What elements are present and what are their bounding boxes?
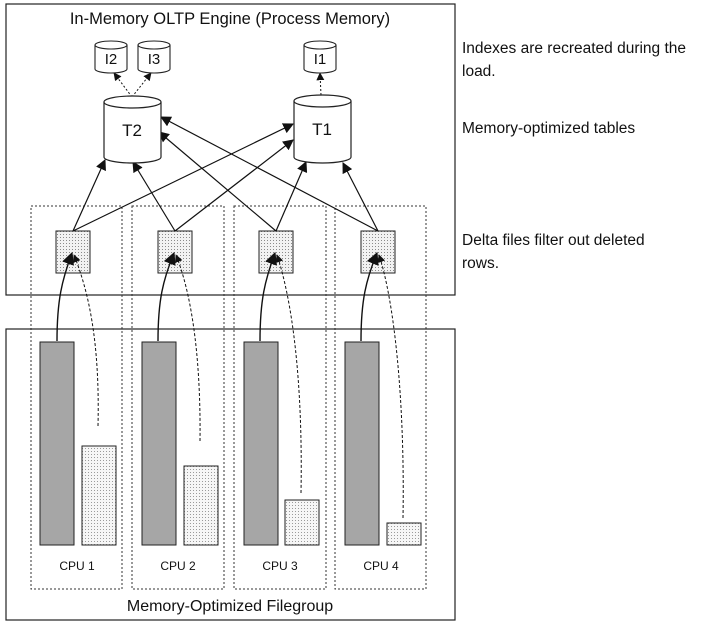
delta-square-3 — [258, 230, 294, 274]
arrow-sq2-t2 — [132, 161, 176, 232]
index-arrows — [113, 72, 325, 98]
arrow-t1-i1 — [316, 72, 325, 96]
load-arrow-4 — [360, 251, 379, 342]
load-arrows — [56, 251, 379, 342]
cpu-label-3: CPU 3 — [262, 559, 298, 573]
delta-square-2 — [157, 230, 193, 274]
delta-file-bar-1 — [81, 445, 117, 546]
cpu-column-4 — [334, 205, 427, 590]
index-label-i2: I2 — [105, 51, 118, 68]
annotation-indexes-line2: load. — [462, 63, 496, 80]
arrow-sq1-t2 — [72, 159, 106, 232]
annotation-delta-line1: Delta files filter out deleted — [462, 232, 645, 249]
annotation-indexes-line1: Indexes are recreated during the — [462, 40, 687, 57]
data-file-bar-4 — [344, 341, 380, 546]
filter-arrow-3 — [275, 254, 302, 494]
table-label-t1: T1 — [312, 120, 332, 139]
filegroup-title: Memory-Optimized Filegroup — [127, 598, 333, 615]
delta-file-bar-4 — [386, 522, 422, 546]
annotation-tables: Memory-optimized tables — [462, 117, 712, 140]
load-arrow-1 — [56, 251, 74, 342]
cpu-label-1: CPU 1 — [59, 559, 95, 573]
arrow-sq3-t1 — [275, 161, 308, 232]
arrow-sq4-t1 — [342, 162, 379, 232]
cpu-column-1 — [30, 205, 123, 590]
cpu-column-3 — [233, 205, 327, 590]
annotation-tables-line1: Memory-optimized tables — [462, 120, 636, 137]
load-arrow-3 — [259, 251, 277, 342]
arrow-sq3-t2 — [158, 131, 277, 232]
index-label-i1: I1 — [314, 51, 327, 68]
cpu-columns — [30, 205, 427, 590]
annotation-indexes: Indexes are recreated during the load. — [462, 37, 712, 83]
annotation-delta-line2: rows. — [462, 255, 500, 272]
annotation-delta: Delta files filter out deleted rows. — [462, 229, 712, 275]
filegroup-box — [5, 328, 456, 621]
arrow-t2-i2 — [113, 72, 133, 98]
data-file-bar-3 — [243, 341, 279, 546]
file-bars — [39, 341, 422, 546]
arrow-t2-i3 — [131, 72, 152, 98]
index-i3 — [137, 40, 171, 74]
index-i1 — [303, 40, 337, 74]
data-file-bar-1 — [39, 341, 75, 546]
cpu-column-2 — [131, 205, 225, 590]
load-arrow-2 — [157, 251, 176, 342]
filter-arrows — [72, 254, 404, 519]
arrow-sq1-t1 — [72, 123, 294, 232]
table-label-t2: T2 — [122, 121, 142, 140]
index-label-i3: I3 — [148, 51, 161, 68]
arrow-sq4-t2 — [160, 116, 379, 232]
engine-box — [5, 3, 456, 296]
filter-arrow-1 — [72, 254, 99, 427]
index-i2 — [94, 40, 128, 74]
table-t2 — [103, 95, 162, 164]
delta-square-4 — [360, 230, 396, 274]
arrow-sq2-t1 — [174, 139, 294, 232]
table-arrows — [72, 116, 379, 232]
delta-square-1 — [55, 230, 91, 274]
delta-squares — [55, 230, 396, 274]
engine-title: In-Memory OLTP Engine (Process Memory) — [70, 10, 390, 28]
table-t1 — [293, 94, 352, 164]
delta-file-bar-2 — [183, 465, 219, 546]
cpu-label-2: CPU 2 — [160, 559, 196, 573]
filter-arrow-2 — [174, 254, 201, 442]
data-file-bar-2 — [141, 341, 177, 546]
delta-file-bar-3 — [284, 499, 320, 546]
cpu-label-4: CPU 4 — [363, 559, 399, 573]
